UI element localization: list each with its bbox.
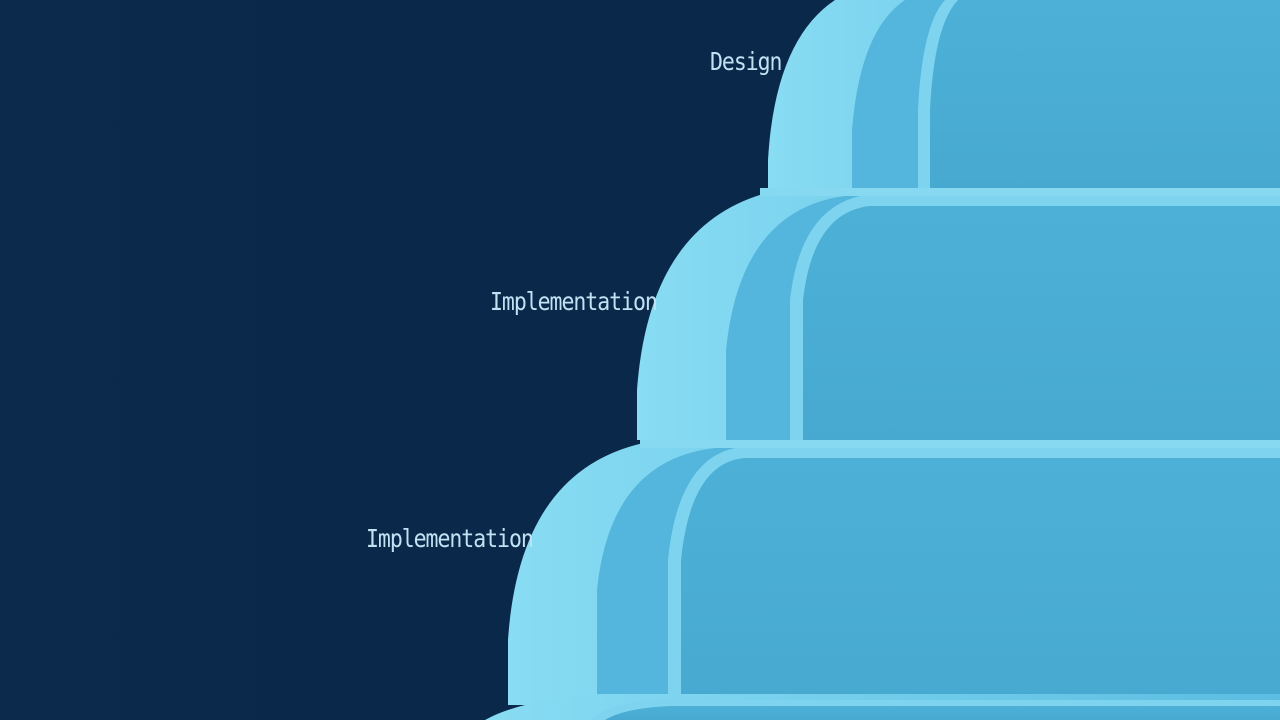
step-1 xyxy=(768,0,1280,190)
step-4 xyxy=(485,694,1280,720)
step-label-design: Design xyxy=(710,47,783,76)
step-3 xyxy=(508,440,1280,705)
step-2 xyxy=(637,188,1280,440)
step-label-implementation-2: Implementation xyxy=(366,524,534,553)
step-label-implementation: Implementation xyxy=(490,287,658,316)
